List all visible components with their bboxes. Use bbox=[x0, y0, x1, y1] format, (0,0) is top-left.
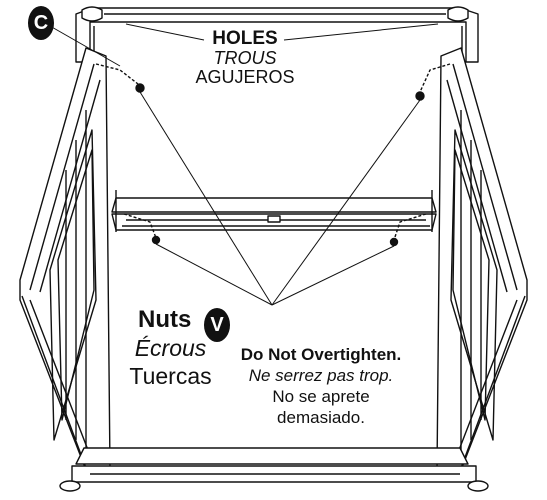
leader-lines bbox=[49, 23, 439, 306]
holes-es: AGUJEROS bbox=[195, 66, 295, 87]
hole-markers bbox=[95, 63, 451, 247]
warning-en: Do Not Overtighten. bbox=[240, 345, 402, 364]
callout-c-badge: C bbox=[28, 6, 54, 40]
warning-label: Do Not Overtighten. Ne serrez pas trop. … bbox=[228, 346, 414, 426]
nuts-es: Tuercas bbox=[129, 363, 212, 390]
holes-label: HOLES TROUS AGUJEROS bbox=[170, 29, 320, 87]
warning-fr: Ne serrez pas trop. bbox=[248, 365, 394, 385]
callout-c-letter: C bbox=[33, 11, 49, 34]
nuts-part-badge: V bbox=[204, 308, 230, 342]
nuts-label: Nuts Écrous Tuercas bbox=[108, 306, 233, 390]
warning-es-1: No se aprete bbox=[272, 386, 370, 406]
nuts-part-letter: V bbox=[210, 313, 224, 336]
holes-en: HOLES bbox=[212, 28, 278, 49]
nuts-en: Nuts bbox=[138, 306, 192, 333]
left-side-panel bbox=[19, 47, 111, 471]
nuts-fr: Écrous bbox=[134, 335, 207, 362]
holes-fr: TROUS bbox=[213, 47, 277, 68]
support-rail bbox=[111, 190, 437, 232]
front-rail bbox=[59, 447, 489, 492]
warning-es-2: demasiado. bbox=[277, 407, 365, 427]
right-side-panel bbox=[436, 47, 528, 471]
